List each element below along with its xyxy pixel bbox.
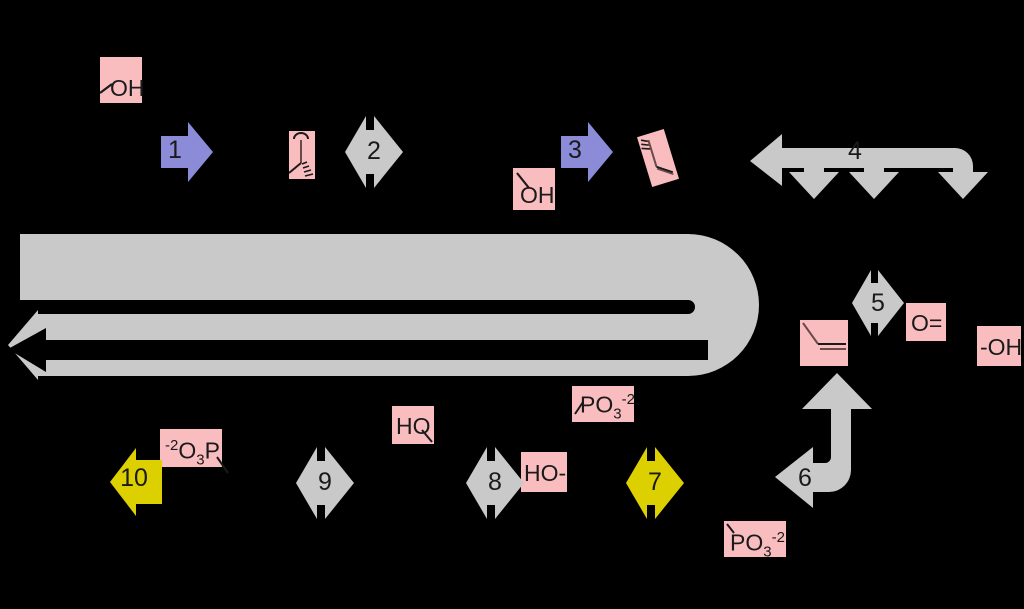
arrow-4[interactable] — [740, 124, 995, 202]
label-po3-upper: PO3-2 — [572, 386, 635, 423]
arrow-10[interactable] — [110, 444, 162, 520]
label-ho-dash-text: HO- — [524, 460, 567, 486]
label-o-double-bond: O= — [906, 303, 946, 341]
carbonyl-hash-icon — [288, 132, 314, 177]
bond-line-icon — [574, 401, 584, 415]
label-ho-bottom: HO — [392, 406, 434, 444]
bond-line-icon — [516, 172, 530, 189]
label-ho-dash: HO- — [521, 452, 567, 492]
arrow-2[interactable] — [345, 116, 403, 188]
label-oh-right-text: -OH — [980, 334, 1023, 360]
arrow-5[interactable] — [852, 270, 904, 336]
label-oh-mid-top-text: OH — [520, 182, 555, 208]
arrow-9[interactable] — [296, 447, 354, 519]
label-o3p: -2O3P — [160, 429, 229, 474]
arrow-1[interactable] — [156, 122, 214, 182]
label-ho-bottom-text: HO — [396, 413, 431, 439]
bond-line-icon — [726, 523, 735, 534]
bond-line-icon — [421, 429, 433, 443]
label-oh-right: -OH — [977, 326, 1023, 366]
double-bond-icon — [802, 322, 846, 350]
bond-line-icon — [99, 83, 113, 94]
label-o3p-text: -2O3P — [165, 437, 220, 469]
hairpin-lower-arrow — [8, 318, 728, 378]
label-oh-top-left: OH — [99, 57, 145, 103]
label-oh-mid-top: OH — [513, 168, 555, 210]
label-oh-top-left-text: OH — [110, 75, 145, 101]
label-po3-upper-text: PO3-2 — [580, 391, 635, 423]
structure-tilted-fragment — [626, 126, 690, 190]
arrow-8[interactable] — [466, 447, 524, 519]
arrow-7[interactable] — [626, 447, 684, 519]
label-po3-lower: PO3-2 — [724, 521, 786, 561]
structure-alkene-fragment — [800, 320, 848, 366]
label-o-double-bond-text: O= — [911, 310, 943, 336]
arrow-3[interactable] — [556, 122, 614, 182]
structure-ketone-fragment — [288, 131, 315, 179]
bond-line-icon — [216, 456, 229, 474]
arrow-6[interactable] — [775, 365, 885, 510]
label-po3-lower-text: PO3-2 — [730, 529, 785, 561]
